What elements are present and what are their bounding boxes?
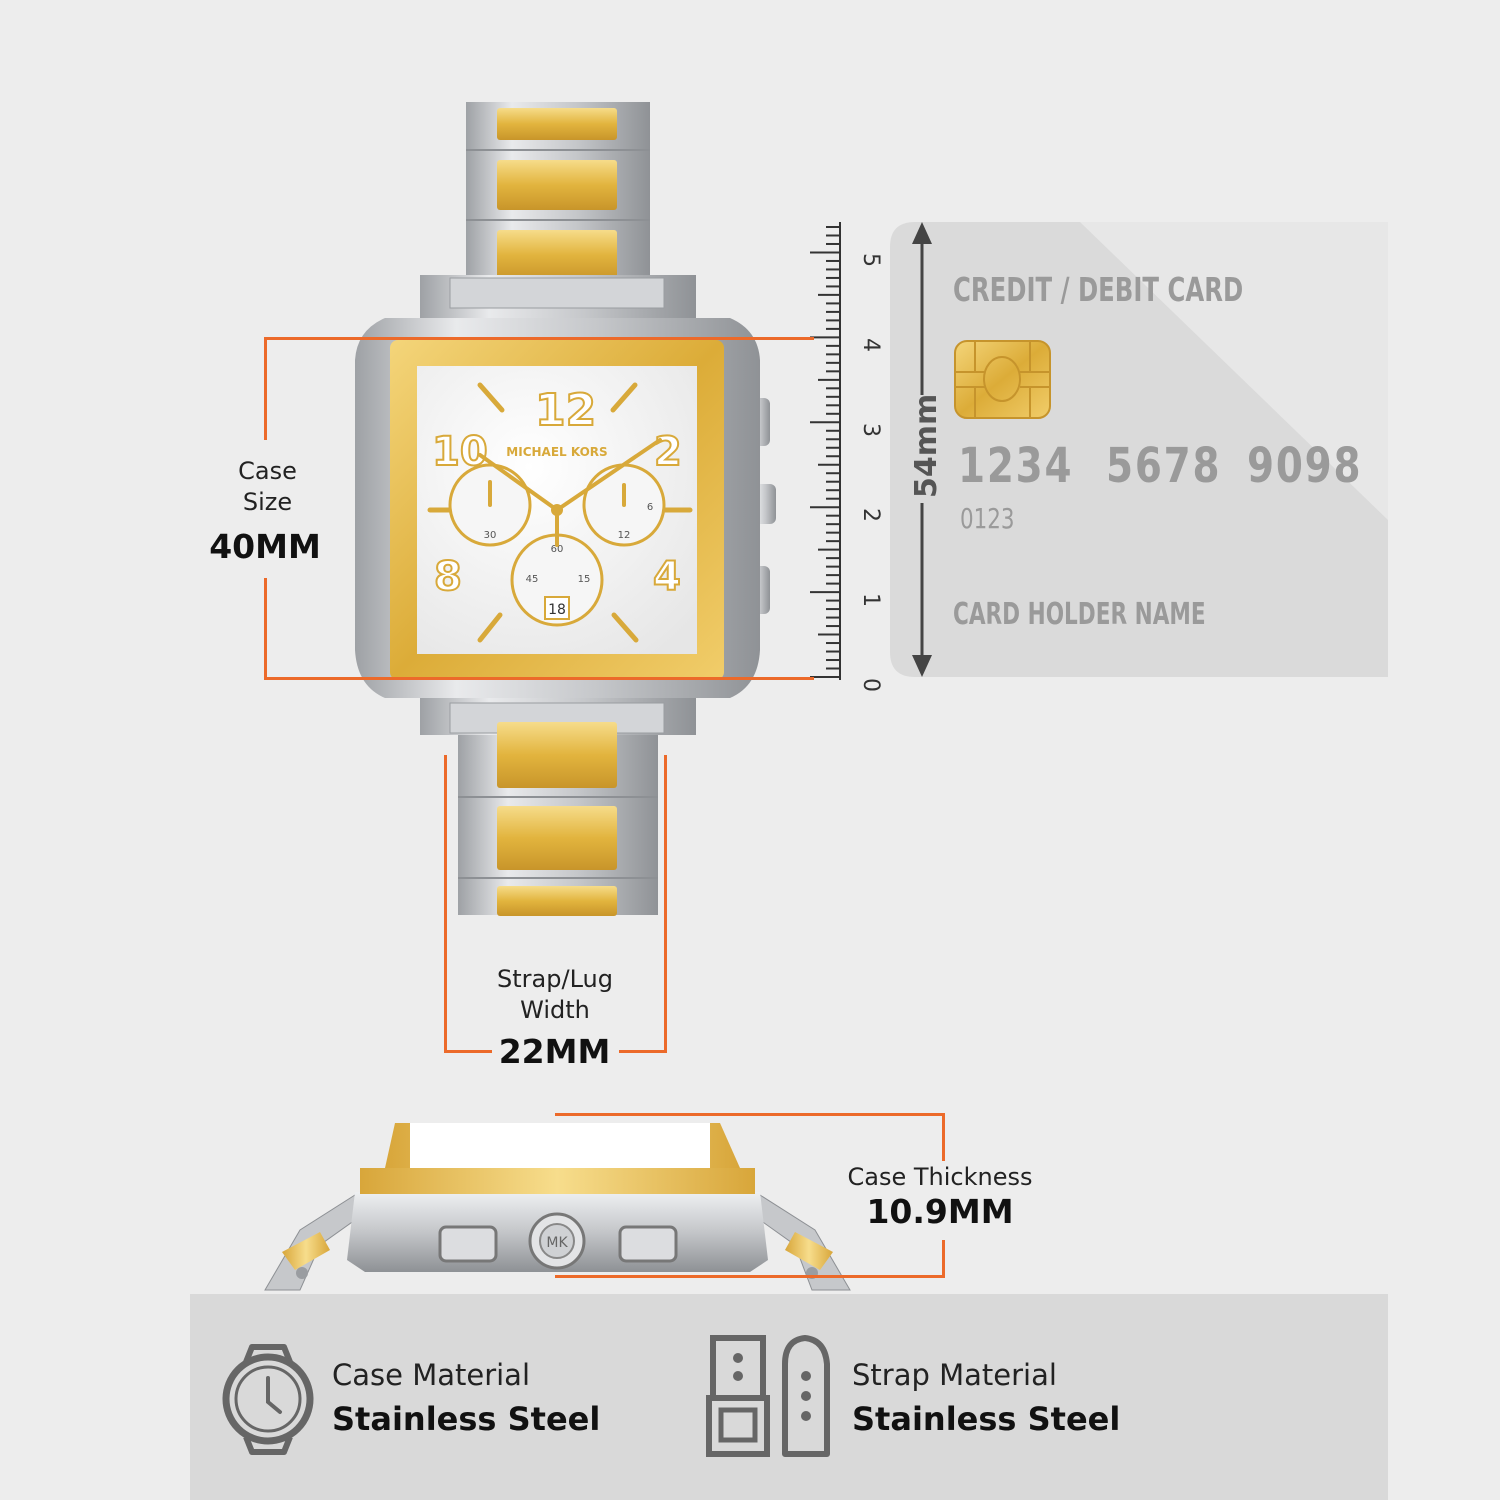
date-window: 18 xyxy=(548,602,566,618)
strap-width-label: Strap/Lug Width xyxy=(497,965,613,1024)
strap-material-label: Strap Material xyxy=(852,1358,1057,1392)
case-size-value: 40MM xyxy=(209,527,321,566)
svg-text:30: 30 xyxy=(484,530,497,541)
materials-bar: Case Material Stainless Steel Strap Mate… xyxy=(190,1294,1388,1500)
crown-logo: MK xyxy=(546,1235,568,1251)
case-size-label: Case Size xyxy=(238,457,297,516)
strap-icon xyxy=(706,1335,830,1457)
svg-text:12: 12 xyxy=(618,530,631,541)
case-material-value: Stainless Steel xyxy=(332,1400,601,1438)
case-material-label: Case Material xyxy=(332,1358,531,1392)
dial-numeral-12: 12 xyxy=(535,385,596,436)
card-title: CREDIT / DEBIT CARD xyxy=(953,270,1244,309)
svg-text:6: 6 xyxy=(647,502,653,513)
watch-side-illustration: MK xyxy=(264,1123,851,1291)
watch-front-illustration: 12 10 2 8 4 MICHAEL KORS 30 45 15 60 12 … xyxy=(355,102,1388,916)
card-chip-icon xyxy=(954,340,1051,419)
dial-brand: MICHAEL KORS xyxy=(506,445,607,459)
dial-numeral-2: 2 xyxy=(654,429,682,475)
card-number-1: 1234 xyxy=(958,438,1074,494)
ruler-tick-0: 0 xyxy=(858,678,883,692)
card-number-2: 5678 xyxy=(1106,438,1222,494)
svg-text:15: 15 xyxy=(578,574,591,585)
dial-numeral-4: 4 xyxy=(653,554,681,600)
svg-text:45: 45 xyxy=(526,574,539,585)
card-holder-name: CARD HOLDER NAME xyxy=(953,597,1206,632)
case-thickness-label: Case Thickness xyxy=(847,1163,1033,1191)
card-length-label: 54mm xyxy=(909,394,944,498)
card-small-number: 0123 xyxy=(960,502,1015,535)
ruler-tick-3: 3 xyxy=(858,423,883,437)
watch-icon xyxy=(222,1344,314,1455)
svg-text:60: 60 xyxy=(551,544,564,555)
dial-numeral-8: 8 xyxy=(434,554,462,600)
strap-width-value: 22MM xyxy=(498,1032,611,1071)
ruler-tick-1: 1 xyxy=(858,593,883,607)
strap-material-value: Stainless Steel xyxy=(852,1400,1121,1438)
ruler-tick-5: 5 xyxy=(858,253,883,267)
card-number-3: 9098 xyxy=(1247,438,1363,494)
case-thickness-value: 10.9MM xyxy=(866,1192,1014,1231)
ruler-tick-4: 4 xyxy=(858,338,883,352)
ruler-tick-2: 2 xyxy=(858,508,883,522)
